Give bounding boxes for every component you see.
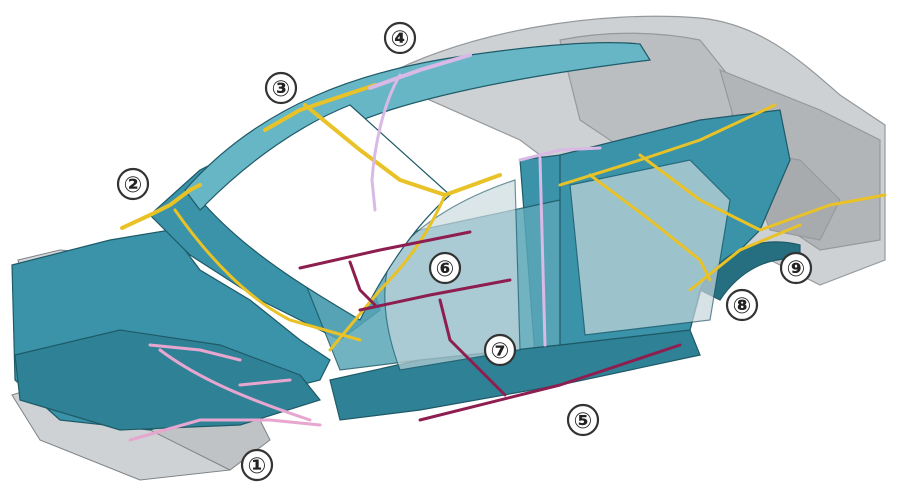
callout-4-label: ④ (391, 27, 410, 52)
callout-8-label: ⑧ (733, 294, 752, 319)
callout-6: ⑥ (430, 253, 460, 283)
callout-9-label: ⑨ (787, 257, 806, 282)
callout-9: ⑨ (781, 253, 811, 283)
callout-6-label: ⑥ (436, 257, 455, 282)
callout-7: ⑦ (485, 335, 515, 365)
callout-4: ④ (385, 23, 415, 53)
callout-1-label: ① (248, 454, 267, 479)
callout-2: ② (118, 169, 148, 199)
callout-3: ③ (266, 73, 296, 103)
callout-3-label: ③ (272, 77, 291, 102)
callout-5-label: ⑤ (574, 409, 593, 434)
callout-8: ⑧ (727, 290, 757, 320)
callout-1: ① (242, 450, 272, 480)
callout-2-label: ② (124, 173, 143, 198)
callout-7-label: ⑦ (491, 339, 510, 364)
callout-5: ⑤ (568, 405, 598, 435)
